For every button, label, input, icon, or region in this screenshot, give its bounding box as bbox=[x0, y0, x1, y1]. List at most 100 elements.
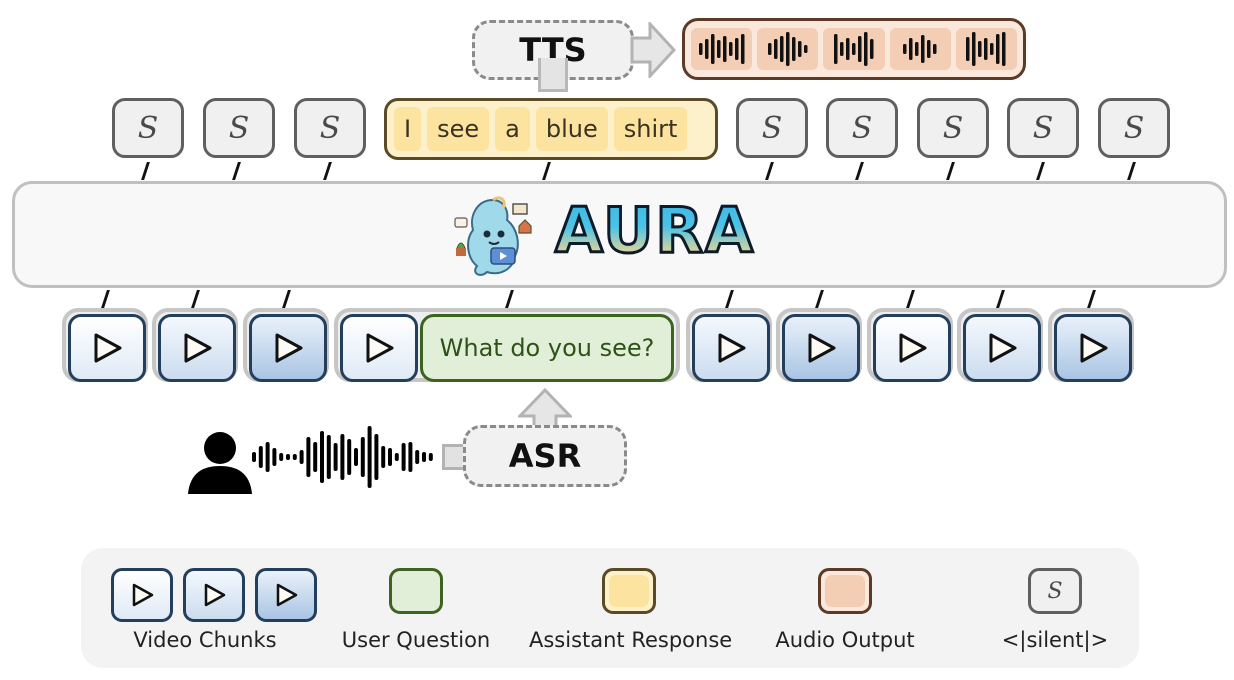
audio-clip bbox=[955, 28, 1018, 70]
waveform-bar bbox=[313, 442, 318, 472]
connector-line bbox=[1127, 162, 1136, 180]
user-question: What do you see? bbox=[420, 314, 674, 382]
legend-label-silent: <|silent|> bbox=[1001, 628, 1109, 652]
tts-input-connector bbox=[538, 58, 568, 92]
legend-video-chunk bbox=[255, 568, 317, 622]
play-icon bbox=[366, 333, 394, 363]
waveform-bar bbox=[326, 435, 331, 479]
waveform-bar bbox=[252, 452, 256, 462]
waveform-bar bbox=[292, 454, 297, 460]
waveform-bar bbox=[333, 443, 338, 471]
audio-clip bbox=[823, 28, 885, 70]
silent-token: S bbox=[294, 98, 366, 158]
aura-mascot-icon bbox=[454, 196, 532, 276]
connector-line bbox=[505, 290, 514, 308]
waveform-bar bbox=[422, 452, 426, 462]
response-word-token: shirt bbox=[613, 107, 688, 151]
connector-line bbox=[906, 290, 915, 308]
legend-video-chunk bbox=[183, 568, 245, 622]
legend-swatch-response bbox=[602, 568, 656, 614]
legend-label-audio: Audio Output bbox=[775, 628, 915, 652]
connector-line bbox=[765, 162, 774, 180]
connector-line bbox=[323, 162, 332, 180]
video-chunk bbox=[1048, 308, 1134, 382]
connector-line bbox=[996, 290, 1005, 308]
silent-token: S bbox=[203, 98, 275, 158]
video-chunk-inner bbox=[340, 314, 418, 382]
play-icon bbox=[276, 583, 298, 607]
waveform-bar bbox=[286, 454, 290, 460]
waveform-icon bbox=[966, 32, 1006, 66]
waveform-bar bbox=[388, 448, 392, 466]
waveform-icon bbox=[834, 32, 874, 66]
waveform-bar bbox=[428, 453, 433, 461]
play-icon bbox=[132, 583, 154, 607]
response-word-token: see bbox=[427, 107, 490, 151]
waveform-bar bbox=[354, 448, 358, 466]
waveform-bar bbox=[320, 431, 324, 483]
connector-line bbox=[101, 290, 110, 308]
waveform-bar bbox=[408, 442, 413, 472]
waveform-bar bbox=[360, 437, 365, 477]
play-icon bbox=[275, 333, 303, 363]
video-chunk-inner bbox=[68, 314, 146, 382]
legend-label-response: Assistant Response bbox=[529, 628, 733, 652]
waveform-bar bbox=[347, 439, 352, 475]
legend-video-swatches bbox=[111, 568, 317, 622]
play-icon bbox=[718, 333, 746, 363]
waveform-bar bbox=[306, 437, 311, 477]
waveform-bar bbox=[401, 443, 406, 471]
waveform-bar bbox=[381, 446, 386, 468]
silent-token: S bbox=[1098, 98, 1170, 158]
asr-module: ASR bbox=[463, 425, 627, 487]
video-chunk-inner bbox=[158, 314, 236, 382]
video-chunk bbox=[776, 308, 862, 382]
legend-label-question: User Question bbox=[341, 628, 491, 652]
video-chunk bbox=[686, 308, 772, 382]
play-icon bbox=[989, 333, 1017, 363]
legend-swatch-silent: S bbox=[1028, 568, 1082, 614]
audio-clip bbox=[691, 28, 753, 70]
waveform-icon bbox=[698, 34, 745, 64]
asr-label: ASR bbox=[508, 437, 582, 475]
waveform-bar bbox=[340, 434, 345, 480]
aura-logo-text: AURA bbox=[553, 193, 756, 269]
audio-clip bbox=[757, 28, 819, 70]
connector-line bbox=[282, 290, 291, 308]
waveform-bar bbox=[272, 448, 277, 466]
connector-line bbox=[191, 290, 200, 308]
video-chunk-inner bbox=[1054, 314, 1132, 382]
connector-line bbox=[815, 290, 824, 308]
video-chunk bbox=[867, 308, 953, 382]
waveform-bar bbox=[299, 450, 304, 464]
legend-video-chunk bbox=[111, 568, 173, 622]
waveform-icon bbox=[903, 35, 937, 63]
tts-arrow-icon bbox=[630, 22, 676, 78]
legend: Video Chunks User Question Assistant Res… bbox=[81, 548, 1139, 668]
video-chunk-with-question: What do you see? bbox=[334, 308, 680, 382]
silent-token: S bbox=[112, 98, 184, 158]
response-word-token: I bbox=[394, 107, 422, 151]
play-icon bbox=[184, 333, 212, 363]
play-icon bbox=[808, 333, 836, 363]
video-chunk bbox=[152, 308, 238, 382]
waveform-bar bbox=[265, 442, 270, 472]
play-icon bbox=[1080, 333, 1108, 363]
aura-model-bar: AURA bbox=[12, 181, 1227, 288]
play-icon bbox=[899, 333, 927, 363]
video-chunk-inner bbox=[692, 314, 770, 382]
connector-line bbox=[141, 162, 150, 180]
legend-swatch-audio bbox=[818, 568, 872, 614]
waveform-bar bbox=[394, 453, 399, 461]
video-chunk-inner bbox=[249, 314, 327, 382]
silent-token: S bbox=[826, 98, 898, 158]
play-icon bbox=[204, 583, 226, 607]
play-icon bbox=[94, 333, 122, 363]
silent-token: S bbox=[917, 98, 989, 158]
connector-line bbox=[542, 162, 551, 180]
connector-line bbox=[855, 162, 864, 180]
connector-line bbox=[725, 290, 734, 308]
waveform-bar bbox=[367, 426, 372, 488]
silent-token: S bbox=[736, 98, 808, 158]
